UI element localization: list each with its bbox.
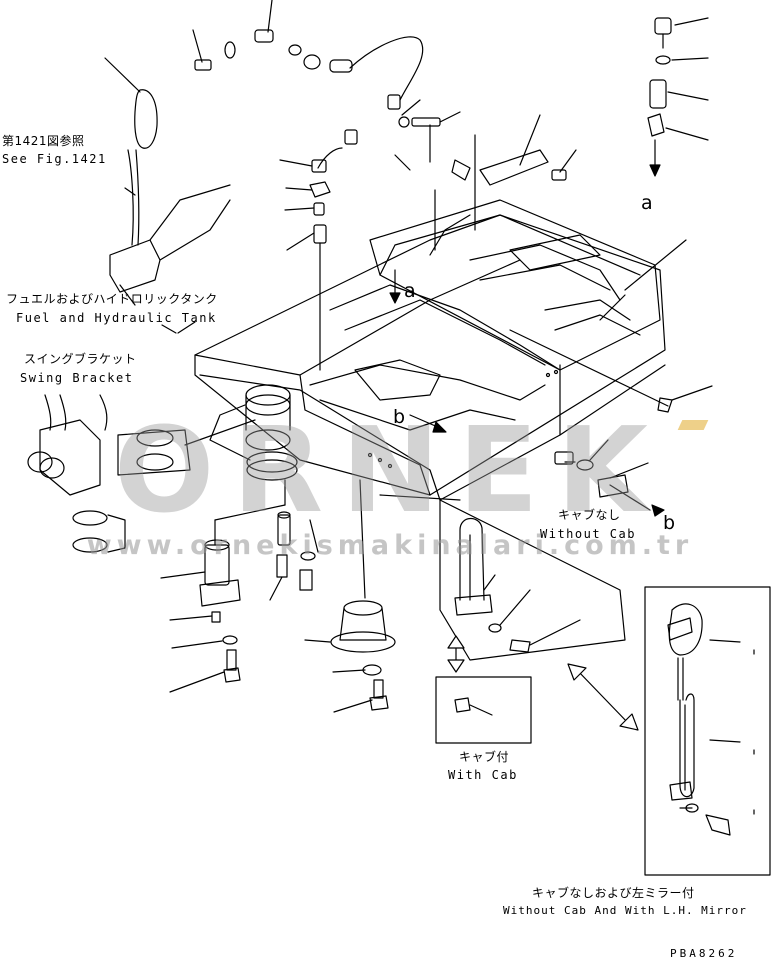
fuel-hydraulic-tank — [104, 57, 231, 293]
callout-arrows — [389, 269, 639, 731]
guard-bar — [379, 494, 626, 661]
callout-b-center: b — [393, 406, 406, 428]
hose-assembly — [192, 0, 471, 371]
revolving-frame — [194, 134, 666, 501]
with-cab-label-en: With Cab — [448, 768, 518, 782]
callout-a-center: a — [404, 280, 416, 302]
label-leaders — [119, 239, 687, 334]
floor-cover-plate — [479, 114, 577, 186]
mirror-inset — [644, 586, 771, 876]
swing-bearing-housing — [304, 479, 396, 713]
watermark-accent — [677, 420, 709, 430]
callout-b-right: b — [663, 512, 676, 534]
drawing-code: PBA8262 — [670, 947, 738, 960]
see-fig-label-en: See Fig.1421 — [2, 152, 107, 166]
swing-bracket-pivot — [209, 384, 298, 481]
swing-bracket — [27, 394, 256, 496]
bolt-stack-right — [647, 17, 709, 177]
without-cab-mirror-label-en: Without Cab And With L.H. Mirror — [503, 904, 747, 917]
without-cab-mirror-label-jp: キャブなしおよび左ミラー付 — [532, 886, 695, 900]
watermark-brand: ORNEK — [114, 401, 666, 539]
callout-a-top-right: a — [641, 192, 653, 214]
pin-assembly — [72, 479, 319, 693]
see-fig-label-jp: 第1421図参照 — [2, 134, 85, 148]
swing-bracket-label-jp: スイングブラケット — [24, 352, 137, 366]
without-cab-label-jp: キャブなし — [558, 508, 621, 522]
without-cab-parts — [509, 329, 713, 517]
with-cab-inset — [435, 676, 532, 744]
fuel-tank-label-en: Fuel and Hydraulic Tank — [16, 311, 217, 325]
without-cab-label-en: Without Cab — [540, 527, 636, 541]
fuel-tank-label-jp: フュエルおよびハイドロリックタンク — [6, 292, 218, 306]
with-cab-label-jp: キャブ付 — [459, 750, 510, 764]
swing-bracket-label-en: Swing Bracket — [20, 371, 134, 385]
watermark-url: www.ornekismakinalari.com.tr — [86, 530, 694, 561]
